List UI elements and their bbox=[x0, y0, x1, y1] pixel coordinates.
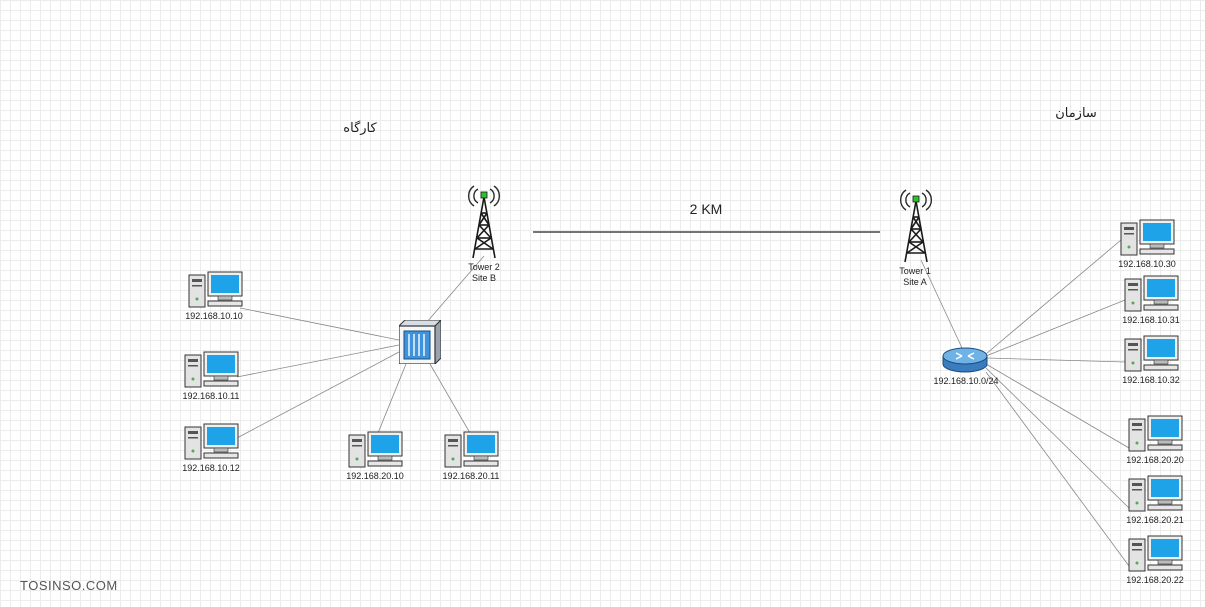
tower-2-site: Site B bbox=[471, 273, 497, 283]
link-switch-tower-2 bbox=[419, 255, 485, 331]
link-router-pc-o5 bbox=[985, 367, 1130, 509]
tower-1-name: Tower 1 bbox=[899, 266, 931, 276]
pc-workshop-3[interactable] bbox=[184, 423, 240, 466]
organization-router-icon[interactable] bbox=[942, 347, 988, 380]
tower-1-site: Site A bbox=[903, 277, 927, 287]
pc-workshop-4-ip: 192.168.20.10 bbox=[346, 471, 404, 481]
pc-organization-1-ip: 192.168.10.30 bbox=[1118, 259, 1176, 269]
link-switch-pc-w5 bbox=[429, 363, 471, 434]
pc-organization-5[interactable] bbox=[1128, 475, 1184, 518]
connector-lines bbox=[236, 231, 1130, 567]
pc-organization-4-ip: 192.168.20.20 bbox=[1126, 455, 1184, 465]
link-router-tower-1 bbox=[920, 259, 964, 351]
link-switch-pc-w4 bbox=[377, 363, 407, 434]
pc-workshop-4[interactable] bbox=[348, 431, 404, 474]
tower-2-name: Tower 2 bbox=[468, 262, 500, 272]
watermark-text: TOSINSO.COM bbox=[20, 578, 118, 593]
pc-workshop-1[interactable] bbox=[188, 271, 244, 314]
workshop-site-title: کارگاه bbox=[343, 121, 377, 136]
link-switch-pc-w1 bbox=[239, 307, 400, 341]
organization-site-title: سازمان bbox=[1055, 106, 1097, 121]
link-router-pc-o3 bbox=[985, 357, 1126, 363]
link-router-pc-o2 bbox=[985, 299, 1126, 357]
pc-workshop-5[interactable] bbox=[444, 431, 500, 474]
link-router-pc-o4 bbox=[985, 363, 1130, 449]
tower-1-icon[interactable] bbox=[898, 187, 934, 268]
pc-workshop-5-ip: 192.168.20.11 bbox=[442, 471, 500, 481]
pc-organization-5-ip: 192.168.20.21 bbox=[1126, 515, 1184, 525]
pc-organization-6[interactable] bbox=[1128, 535, 1184, 578]
pc-organization-2-ip: 192.168.10.31 bbox=[1122, 315, 1180, 325]
router-subnet-label: 192.168.10.0/24 bbox=[933, 376, 999, 386]
link-router-pc-o6 bbox=[985, 371, 1130, 567]
pc-workshop-3-ip: 192.168.10.12 bbox=[182, 463, 240, 473]
pc-workshop-1-ip: 192.168.10.10 bbox=[185, 311, 243, 321]
pc-organization-3-ip: 192.168.10.32 bbox=[1122, 375, 1180, 385]
link-router-pc-o1 bbox=[985, 239, 1122, 355]
link-switch-pc-w2 bbox=[236, 344, 400, 378]
pc-organization-2[interactable] bbox=[1124, 275, 1180, 318]
workshop-switch-icon[interactable] bbox=[397, 318, 443, 369]
pc-organization-3[interactable] bbox=[1124, 335, 1180, 378]
pc-organization-6-ip: 192.168.20.22 bbox=[1126, 575, 1184, 585]
pc-workshop-2[interactable] bbox=[184, 351, 240, 394]
link-switch-pc-w3 bbox=[236, 351, 400, 439]
pc-organization-4[interactable] bbox=[1128, 415, 1184, 458]
pc-organization-1[interactable] bbox=[1120, 219, 1176, 262]
pc-workshop-2-ip: 192.168.10.11 bbox=[182, 391, 240, 401]
link-distance-label: 2 KM bbox=[689, 201, 723, 217]
tower-2-icon[interactable] bbox=[466, 183, 502, 264]
